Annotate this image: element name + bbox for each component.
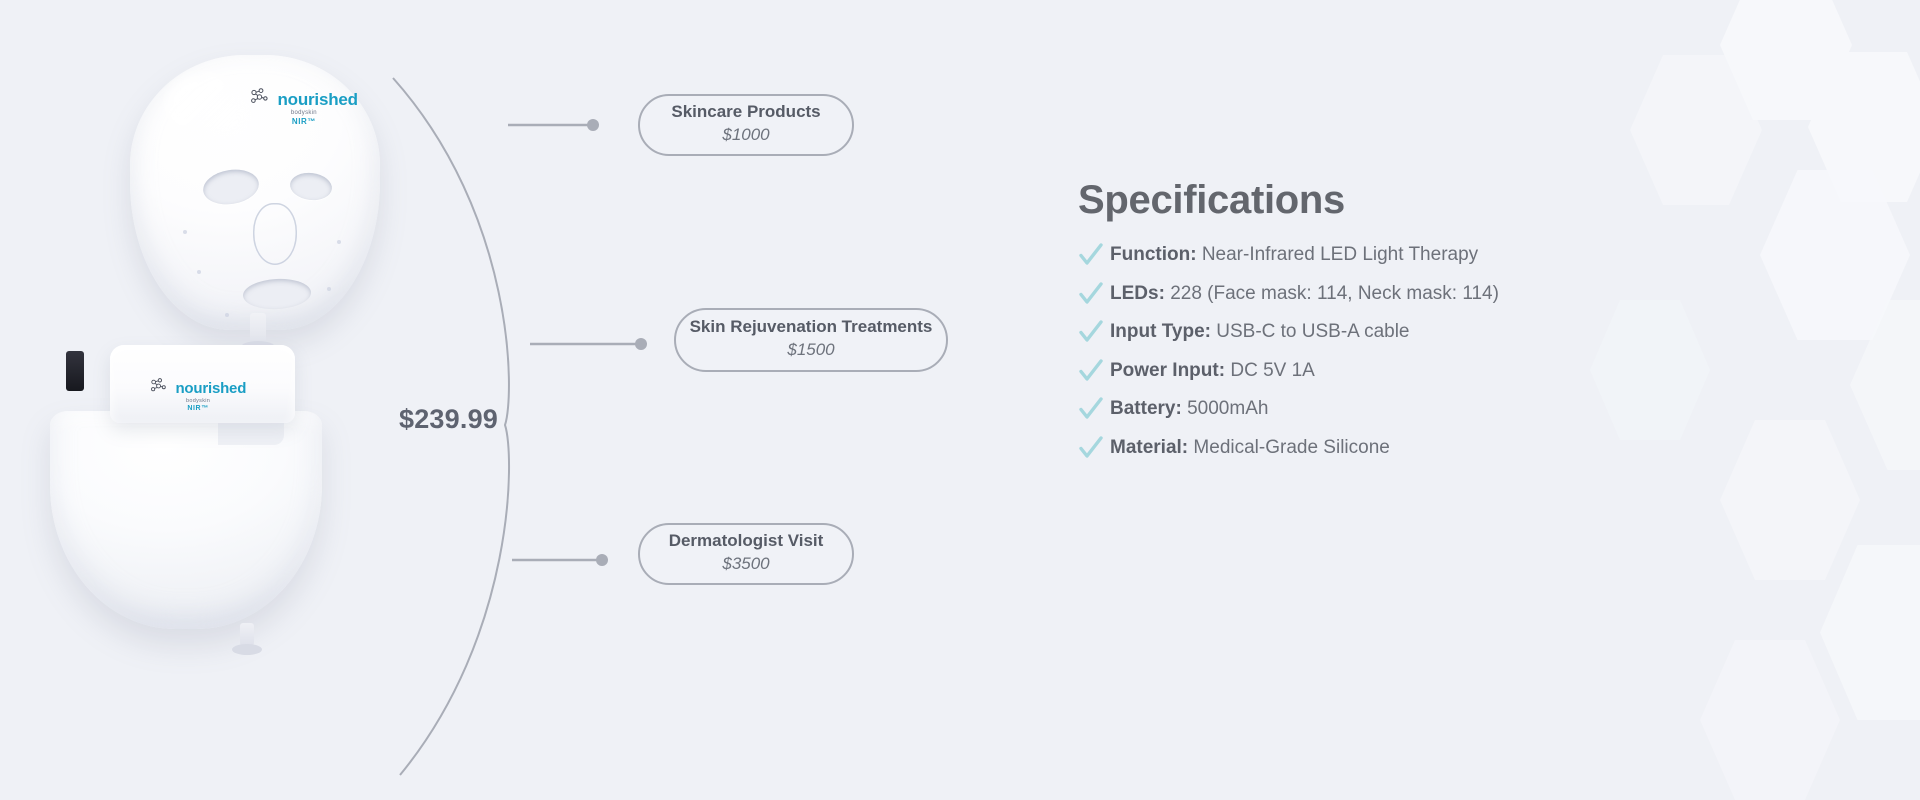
comparison-label: Skincare Products xyxy=(671,101,821,121)
spec-item-leds: LEDs: 228 (Face mask: 114, Neck mask: 11… xyxy=(1078,280,1898,309)
hexagon-shape xyxy=(1700,640,1840,800)
led-dot xyxy=(183,230,187,234)
connector-dot-2 xyxy=(635,338,647,350)
neck-mask-collar xyxy=(110,345,295,423)
product-image-group: nourished bodyskin NIR™ nourished bodysk… xyxy=(0,0,420,800)
brand-subtitle: bodyskin xyxy=(290,110,317,116)
spec-item-power-input: Power Input: DC 5V 1A xyxy=(1078,357,1898,386)
spec-key: Battery: xyxy=(1110,398,1182,419)
comparison-price: $1500 xyxy=(787,340,835,360)
led-dot xyxy=(337,240,341,244)
spec-item-input-type: Input Type: USB-C to USB-A cable xyxy=(1078,318,1898,347)
spec-value: Medical-Grade Silicone xyxy=(1193,436,1390,458)
check-icon xyxy=(1078,435,1104,461)
spec-key: Input Type: xyxy=(1110,321,1211,342)
brand-logo-neck-mask: nourished bodyskin NIR™ xyxy=(150,378,246,412)
spec-value: 228 (Face mask: 114, Neck mask: 114) xyxy=(1170,282,1499,304)
check-icon xyxy=(1078,358,1104,384)
comparison-pill-skincare-products[interactable]: Skincare Products $1000 xyxy=(638,94,854,156)
product-price: $239.99 xyxy=(399,404,498,434)
check-icon xyxy=(1078,242,1104,268)
comparison-pill-skin-rejuvenation-treatments[interactable]: Skin Rejuvenation Treatments $1500 xyxy=(674,308,948,372)
neck-mask-strap xyxy=(66,351,84,391)
spec-item-battery: Battery: 5000mAh xyxy=(1078,395,1898,424)
specifications-title: Specifications xyxy=(1078,178,1345,222)
specifications-panel: Specifications Function: Near-Infrared L… xyxy=(1078,178,1898,472)
face-mask-nose-opening xyxy=(253,203,297,265)
molecule-icon xyxy=(250,88,270,111)
brand-subtitle: bodyskin xyxy=(186,398,211,404)
spec-item-function: Function: Near-Infrared LED Light Therap… xyxy=(1078,241,1898,270)
spec-value: USB-C to USB-A cable xyxy=(1216,321,1410,342)
led-dot xyxy=(327,287,331,291)
brand-name: nourished xyxy=(277,89,358,109)
comparison-label: Dermatologist Visit xyxy=(668,530,824,550)
brand-nir-label: NIR™ xyxy=(187,405,209,412)
check-icon xyxy=(1078,319,1104,345)
face-mask-stand xyxy=(241,313,275,353)
neck-mask-body xyxy=(50,411,322,629)
comparison-price: $1000 xyxy=(722,125,770,145)
spec-key: Function: xyxy=(1110,244,1197,265)
led-dot xyxy=(225,313,229,317)
spec-value: 5000mAh xyxy=(1187,398,1269,419)
neck-mask-stand xyxy=(232,623,262,655)
brand-nir-label: NIR™ xyxy=(291,117,316,126)
comparison-price: $3500 xyxy=(722,554,770,574)
comparison-label: Skin Rejuvenation Treatments xyxy=(689,316,933,336)
connector-dot-1 xyxy=(587,119,599,131)
spec-item-material: Material: Medical-Grade Silicone xyxy=(1078,434,1898,463)
hexagon-shape xyxy=(1720,0,1852,120)
spec-key: Material: xyxy=(1110,436,1189,458)
led-dot xyxy=(197,270,201,274)
spec-key: LEDs: xyxy=(1110,282,1165,304)
spec-key: Power Input: xyxy=(1110,359,1226,381)
check-icon xyxy=(1078,281,1104,307)
check-icon xyxy=(1078,396,1104,422)
comparison-pill-dermatologist-visit[interactable]: Dermatologist Visit $3500 xyxy=(638,523,854,585)
spec-value: DC 5V 1A xyxy=(1230,359,1315,381)
connector-dot-3 xyxy=(596,554,608,566)
brand-logo-face-mask: nourished bodyskin NIR™ xyxy=(250,88,358,126)
spec-value: Near-Infrared LED Light Therapy xyxy=(1201,244,1479,265)
brand-name: nourished xyxy=(175,380,247,397)
neck-mask-product-image xyxy=(50,345,350,655)
hexagon-shape xyxy=(1820,545,1920,720)
molecule-icon xyxy=(150,378,168,399)
